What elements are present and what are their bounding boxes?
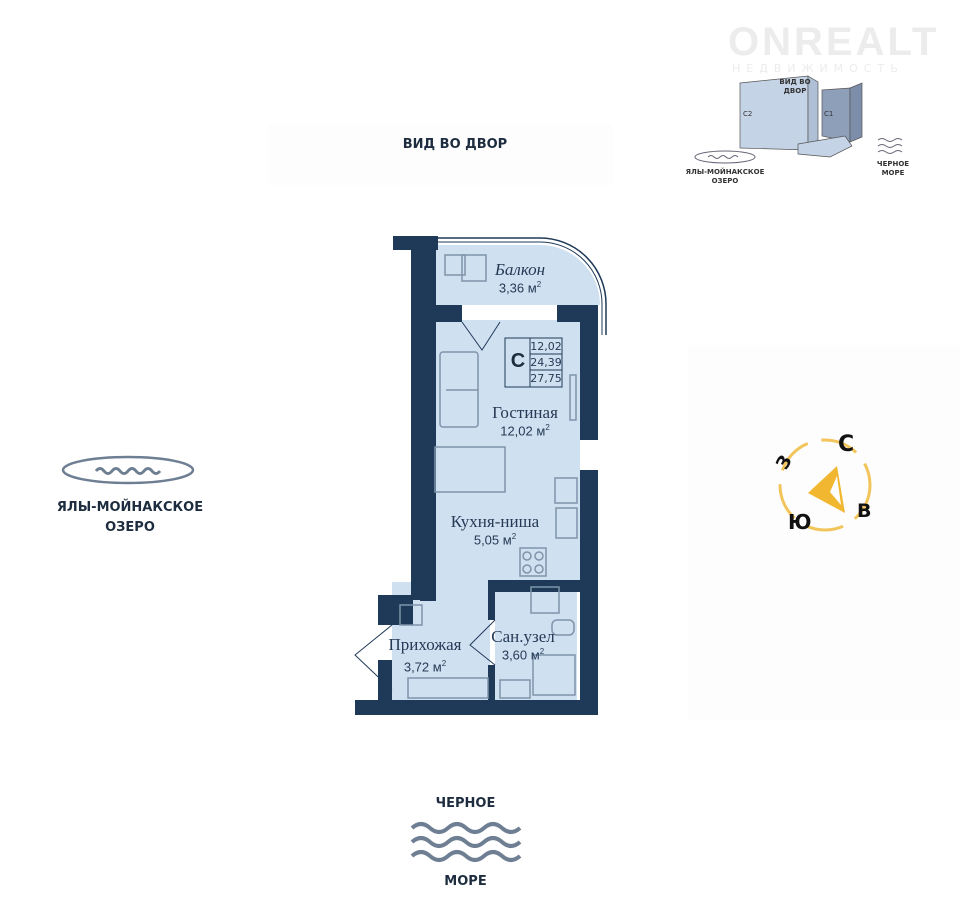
area-total: 24,39 xyxy=(530,356,562,369)
yard-view-label: ВИД ВО ДВОР xyxy=(402,137,508,152)
shoe-rack xyxy=(407,677,489,699)
minimap xyxy=(694,75,903,164)
background-panel-right xyxy=(688,345,960,720)
walls xyxy=(355,236,598,715)
watermark-subtitle: НЕДВИЖИМОСТЬ xyxy=(732,62,904,75)
stove xyxy=(519,547,547,577)
minimap-lake-icon xyxy=(694,150,756,164)
compass-north: С xyxy=(838,432,855,457)
balcony-floor xyxy=(436,245,600,305)
watermark-logo: ONREALT xyxy=(728,20,940,64)
furniture xyxy=(399,254,578,699)
apartment-type: C xyxy=(510,350,526,372)
bathroom-floor xyxy=(495,592,577,700)
lake-icon xyxy=(61,455,195,485)
washing-machine xyxy=(530,586,560,614)
compass-south: Ю xyxy=(788,510,812,534)
sink xyxy=(555,507,578,539)
sea-label-top: ЧЕРНОЕ xyxy=(435,796,496,811)
area-with-balcony: 27,75 xyxy=(530,372,562,385)
sea-label-bottom: МОРЕ xyxy=(444,874,487,889)
area-living: 12,02 xyxy=(530,340,562,353)
background-panel-top xyxy=(268,125,613,185)
sea-waves-icon xyxy=(410,822,522,862)
compass xyxy=(778,438,872,532)
minimap-c1-label: C1 xyxy=(824,110,834,118)
area-table xyxy=(504,337,563,388)
minimap-sea-icon xyxy=(877,138,903,154)
toilet xyxy=(551,619,575,636)
washbasin xyxy=(499,679,531,699)
table xyxy=(434,446,506,493)
compass-arrow-icon xyxy=(808,466,845,513)
compass-east: В xyxy=(857,500,872,522)
shower xyxy=(532,654,576,696)
minimap-c2-label: C2 xyxy=(743,110,753,118)
